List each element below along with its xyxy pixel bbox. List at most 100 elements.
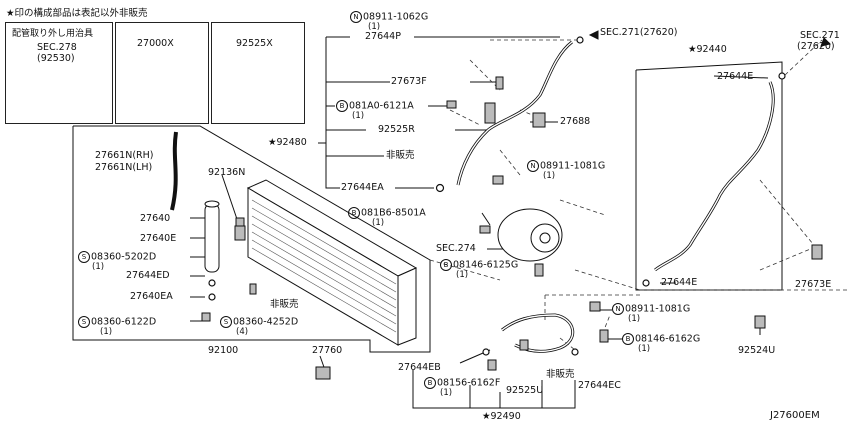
oring-27644ea — [435, 183, 445, 193]
clip-92525u — [519, 339, 529, 351]
bracket-92136n — [235, 217, 245, 227]
sensor-27673e — [811, 244, 823, 260]
nut-symbol: N — [350, 11, 362, 23]
label-assembly-92490: ★92490 — [482, 411, 521, 422]
qty-08156-6162f: (1) — [440, 388, 453, 398]
tool-box — [5, 22, 113, 124]
oring-27644p — [576, 36, 584, 44]
tool-box-sec-sub: (92530) — [37, 53, 75, 64]
bolt-symbol: B — [622, 333, 634, 345]
label-27640: 27640 — [140, 213, 171, 224]
label-27644ec: 27644EC — [578, 380, 621, 391]
label-27661n-lh: 27661N(LH) — [95, 162, 153, 173]
arrow-sec271-b — [820, 37, 831, 47]
code-08146-6125g: 08146-6125G — [453, 259, 519, 271]
label-not-sold-condenser: 非販売 — [270, 299, 299, 310]
screw-symbol: S — [78, 251, 90, 263]
bolt-08156-6162f — [487, 359, 497, 371]
label-92100: 92100 — [208, 345, 239, 356]
bolt-081b6 — [479, 225, 491, 234]
code-08146-6162g: 08146-6162G — [635, 333, 701, 345]
code-08360-6122d: 08360-6122D — [91, 316, 157, 328]
label-27644e-top: 27644E — [717, 71, 754, 82]
bolt-081a0 — [446, 100, 457, 109]
code-08156-6162f: 08156-6162F — [437, 377, 501, 389]
diagram-code: J27600EM — [770, 410, 820, 421]
oring-27644e-bottom — [642, 279, 650, 287]
bolt-08146-6162g — [599, 329, 609, 343]
label-sec271-b-line1: SEC.271 — [800, 30, 840, 41]
bolt-08360-6122d — [201, 312, 211, 322]
tool-box-title: 配管取り外し用治具 — [12, 29, 94, 39]
label-27673e: 27673E — [795, 279, 832, 290]
label-27644eb: 27644EB — [398, 362, 441, 373]
label-27661n-rh: 27661N(RH) — [95, 150, 154, 161]
label-27640e: 27640E — [140, 233, 177, 244]
compressor — [497, 208, 563, 262]
label-27640ea: 27640EA — [130, 291, 173, 302]
label-27688: 27688 — [560, 116, 591, 127]
oring-27644e-top — [778, 72, 786, 80]
label-92136n: 92136N — [208, 167, 246, 178]
nut-symbol: N — [612, 303, 624, 315]
tube-92440-frame — [635, 61, 783, 291]
label-27644e-bottom: 27644E — [661, 277, 698, 288]
label-not-sold-92490: 非販売 — [546, 369, 575, 380]
note-text: ★印の構成部品は表記以外非販売 — [6, 8, 148, 19]
code-08911-1081g-bottom: 08911-1081G — [625, 303, 691, 315]
code-081a0-6121a: 081A0-6121A — [349, 100, 414, 112]
oring-27644eb — [482, 348, 490, 356]
label-27644ed: 27644ED — [126, 270, 170, 281]
oring-27644ec — [571, 348, 579, 356]
qty-08911-1081g-bottom: (1) — [628, 314, 641, 324]
oring-27640ea — [208, 293, 216, 301]
qty-08360-6122d: (1) — [100, 327, 113, 337]
bolt-symbol: B — [336, 100, 348, 112]
label-27760: 27760 — [312, 345, 343, 356]
label-27644p: 27644P — [365, 31, 401, 42]
bracket-27640e — [234, 225, 246, 241]
bolt-symbol: B — [424, 377, 436, 389]
label-92525u: 92525U — [506, 385, 544, 396]
bracket-92525r — [484, 102, 496, 124]
nut-symbol: N — [527, 160, 539, 172]
code-08911-1062g: 08911-1062G — [363, 11, 429, 23]
label-assembly-92480: ★92480 — [268, 137, 307, 148]
box-92525x — [211, 22, 305, 124]
bolt-symbol: B — [440, 259, 452, 271]
condenser-frame — [72, 125, 431, 353]
qty-081a0-6121a: (1) — [352, 111, 365, 121]
qty-08146-6125g: (1) — [456, 270, 469, 280]
label-92525r: 92525R — [378, 124, 415, 135]
switch-27760 — [315, 366, 331, 380]
arrow-sec271-a — [588, 30, 599, 40]
qty-081b6-8501a: (1) — [372, 218, 385, 228]
nut-08911-1081g — [492, 175, 504, 185]
label-27673f: 27673F — [391, 76, 427, 87]
qty-08911-1062g: (1) — [368, 22, 381, 32]
oring-27644ed — [208, 279, 216, 287]
label-92525x: 92525X — [236, 38, 273, 49]
label-92524u: 92524U — [738, 345, 776, 356]
bolt-08360-4252d — [249, 283, 257, 295]
screw-symbol: S — [78, 316, 90, 328]
label-sec271-b-line2: (27620) — [797, 41, 835, 52]
label-assembly-92440: ★92440 — [688, 44, 727, 55]
qty-08911-1081g-top: (1) — [543, 171, 556, 181]
bolt-symbol: B — [348, 207, 360, 219]
qty-08146-6162g: (1) — [638, 344, 651, 354]
code-081b6-8501a: 081B6-8501A — [361, 207, 426, 219]
bracket-92490 — [412, 370, 576, 409]
